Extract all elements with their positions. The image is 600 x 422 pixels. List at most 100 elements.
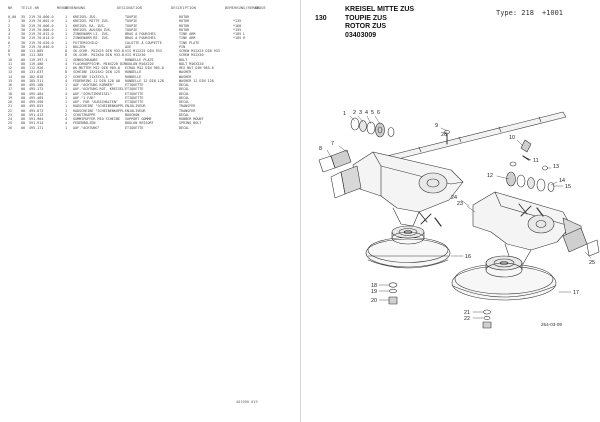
table-cell: DECAL — [179, 83, 190, 87]
table-cell: 1 — [65, 15, 68, 19]
table-cell: *135 — [233, 19, 242, 24]
table-cell: 20 — [8, 100, 13, 104]
type-label: Type: 218 — [496, 8, 534, 17]
table-cell: 00 — [21, 91, 26, 96]
callout-9: 9 — [435, 123, 438, 129]
table-cell: 30 — [21, 36, 26, 41]
callout-21: 21 — [464, 310, 470, 316]
type-value: +1001 — [541, 8, 564, 17]
table-cell: 18 — [8, 91, 13, 96]
header-remark: BEMERKUNG/REMARQUE — [225, 6, 266, 10]
fasteners-bottom-left — [388, 282, 398, 305]
header-qty: MENGE — [57, 6, 69, 10]
callout-19: 19 — [371, 289, 377, 295]
table-cell: 16 — [8, 83, 13, 87]
table-cell: 1 — [65, 23, 68, 28]
table-cell: BOLT M16X220 — [179, 61, 204, 66]
header-be: BE — [255, 6, 260, 10]
table-cell: 00 — [21, 53, 26, 58]
callout-15: 15 — [565, 184, 571, 190]
table-cell: SPRING BOLT — [179, 121, 202, 126]
table-cell: 1 — [65, 40, 68, 45]
page-code: 401990 019 — [236, 400, 258, 404]
table-cell: 495.188 — [29, 83, 44, 87]
table-cell: 4 — [65, 121, 68, 126]
table-cell: 22 — [8, 108, 13, 113]
table-cell: 4 — [65, 91, 68, 96]
table-cell: 1 — [65, 104, 68, 109]
table-cell: SK-SCHR. M12X30 DIN 933-8.8 — [73, 53, 125, 58]
callout-13: 13 — [553, 164, 559, 170]
table-cell: ZINKENARM LI. ZUS. — [73, 32, 110, 36]
table-cell: 00 — [21, 83, 26, 87]
table-cell: TRANSFER — [179, 104, 196, 109]
table-cell: 1 — [65, 44, 68, 49]
table-cell: TRANSFER — [179, 108, 196, 113]
coupling-left — [318, 149, 352, 173]
table-cell: 1 — [65, 83, 68, 87]
callout-24: 24 — [451, 195, 457, 201]
callout-14: 14 — [559, 178, 565, 184]
fasteners-middle — [418, 130, 548, 227]
table-cell: 2 — [8, 23, 11, 28]
table-cell: 591.914 — [29, 121, 44, 126]
table-cell: 19 — [8, 95, 13, 100]
callout-8: 8 — [319, 146, 322, 152]
table-cell: ETIQUETTE — [125, 87, 144, 92]
table-cell: DECAL — [179, 100, 190, 104]
table-cell: 8 — [65, 49, 68, 53]
table-cell: 1 — [65, 27, 68, 32]
table-cell: 00 — [21, 95, 26, 100]
table-cell: KREISEL AUSSEN ZUS. — [73, 27, 112, 32]
coupling-right — [562, 227, 600, 257]
table-cell: 5 — [8, 36, 11, 41]
bearing-rings-top — [350, 117, 555, 192]
table-cell: 00 — [21, 66, 26, 70]
table-cell: 1 — [65, 100, 68, 104]
table-cell: 111.385 — [29, 53, 44, 58]
table-cell: ROTOR — [179, 15, 190, 19]
table-cell: 219.70.012.0 — [29, 32, 54, 36]
part-number: 03403009 — [345, 31, 377, 39]
callout-4: 4 — [365, 110, 368, 116]
table-cell: 1 — [65, 36, 68, 41]
group-number: 130 — [315, 14, 327, 22]
callout-12: 12 — [487, 173, 493, 179]
table-cell: DECAL — [179, 87, 190, 92]
rotor-disc-right — [451, 255, 557, 301]
callout-26: 26 — [441, 132, 447, 138]
table-cell: SCREW M12X25 DIN 933 — [179, 49, 220, 53]
table-cell: TINE ARM — [179, 32, 196, 36]
table-cell: 1 — [65, 32, 68, 36]
table-cell: PIN — [179, 44, 186, 49]
table-cell: SCREW M12X30 — [179, 53, 204, 58]
table-cell: CALOTTE A COUPETTE — [125, 40, 162, 45]
table-cell: 00 — [21, 121, 26, 126]
table-cell: 591.904 — [29, 117, 44, 121]
table-cell: 1 — [65, 19, 68, 24]
table-cell: 219.70.002.0 — [29, 19, 54, 24]
table-cell: *160 — [233, 23, 242, 28]
leader-lines — [326, 115, 592, 319]
callout-11: 11 — [533, 158, 539, 164]
table-cell: 00 — [21, 57, 26, 62]
table-cell: *185 L — [233, 32, 246, 36]
table-cell: 00 — [21, 117, 26, 121]
table-cell: 00 — [21, 100, 26, 104]
table-cell: 30 — [21, 19, 26, 24]
table-cell: 1 — [65, 87, 68, 92]
header-name-de: BENENNUNG — [65, 6, 86, 10]
table-cell: FEDERBOLZEN — [73, 121, 96, 126]
table-cell: 112.926 — [29, 66, 44, 70]
table-cell: 17 — [8, 87, 13, 92]
